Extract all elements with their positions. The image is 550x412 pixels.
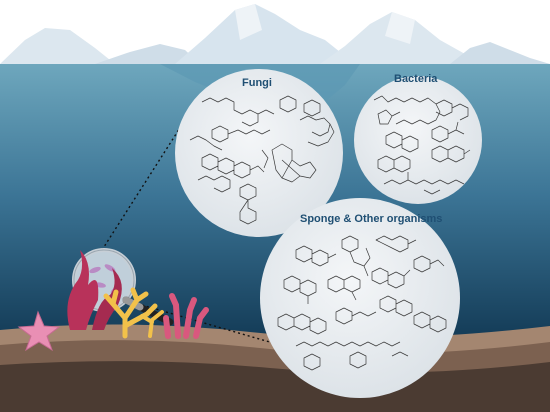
coral-icon bbox=[163, 293, 209, 339]
iceberg-icon bbox=[0, 4, 550, 64]
molecule-structure-icon bbox=[189, 95, 335, 225]
zoom-lines bbox=[101, 119, 281, 346]
molecule-structure-icon bbox=[373, 95, 471, 195]
coral-icon bbox=[103, 287, 164, 339]
starfish-icon bbox=[17, 310, 61, 352]
fungi-bubble: Fungi bbox=[175, 69, 343, 237]
sponge-label: Sponge & Other organisms bbox=[300, 213, 442, 225]
bacteria-bubble: Bacteria bbox=[354, 73, 482, 204]
bacteria-label: Bacteria bbox=[394, 73, 438, 85]
fungi-label: Fungi bbox=[242, 77, 272, 89]
molecule-structure-icon bbox=[277, 235, 447, 371]
sponge-bubble: Sponge & Other organisms bbox=[260, 198, 460, 398]
